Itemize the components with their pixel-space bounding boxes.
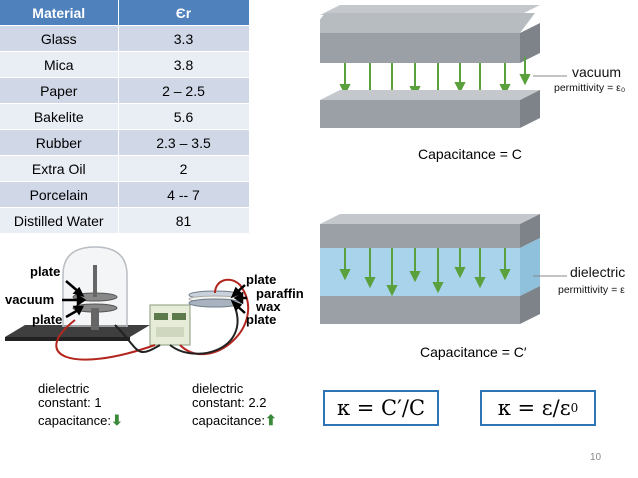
value-cell: 4 -- 7 xyxy=(118,181,250,208)
table-row: Rubber 2.3 – 3.5 xyxy=(0,129,250,156)
arrow-up-icon: ⬆ xyxy=(265,412,277,428)
value-cell: 3.3 xyxy=(118,25,250,52)
wax-label: wax xyxy=(256,299,281,314)
vacuum-capacitor-diagram xyxy=(320,5,540,128)
caption-line: constant: 1 xyxy=(38,395,102,410)
dielectric-slab-side xyxy=(520,238,540,296)
capacitance-measurement-apparatus xyxy=(5,246,250,361)
bottom-plate-side xyxy=(520,90,540,128)
top-plate-side xyxy=(520,23,540,63)
table-header-row: Material Єr xyxy=(0,0,250,26)
top-plate-top xyxy=(320,214,540,224)
formula-text: κ = C′/C xyxy=(336,396,426,420)
base-slab-edge xyxy=(5,337,130,341)
table-row: Mica 3.8 xyxy=(0,51,250,78)
electric-field-lines xyxy=(339,248,511,297)
bottom-plate-side xyxy=(520,286,540,324)
value-cell: 3.8 xyxy=(118,51,250,78)
value-cell: 2 – 2.5 xyxy=(118,77,250,104)
material-cell: Glass xyxy=(0,25,119,52)
header-material: Material xyxy=(0,0,119,26)
label-pointer-arrows xyxy=(62,280,247,319)
jar-support-rod xyxy=(91,308,99,330)
wire-black-right xyxy=(169,306,239,355)
material-permittivity-table: Material Єr Glass 3.3 Mica 3.8 Paper 2 –… xyxy=(0,0,250,233)
formula-text: κ = ε/ε xyxy=(497,396,571,420)
vacuum-dielectric-caption: dielectric constant: 1 capacitance:⬇ xyxy=(38,382,123,428)
left-plate-label-top: plate xyxy=(30,264,61,279)
bottom-plate-top xyxy=(320,90,540,100)
table-row: Porcelain 4 -- 7 xyxy=(0,181,250,208)
value-cell: 2 xyxy=(118,155,250,182)
dielectric-pointer-line xyxy=(533,275,567,277)
left-plate-label-bottom: plate xyxy=(32,312,63,327)
table-row: Distilled Water 81 xyxy=(0,207,250,233)
dielectric-capacitor-diagram xyxy=(320,214,540,324)
dielectric-label: dielectric xyxy=(570,264,626,280)
vacuum-capacitance-caption: Capacitance = C xyxy=(418,146,522,162)
arrow-down-icon: ⬇ xyxy=(111,412,123,428)
value-cell: 2.3 – 3.5 xyxy=(118,129,250,156)
bottom-plate-front xyxy=(320,296,520,324)
material-cell: Bakelite xyxy=(0,103,119,130)
table-row: Extra Oil 2 xyxy=(0,155,250,182)
vacuum-apparatus-label: vacuum xyxy=(5,292,55,307)
table-row: Bakelite 5.6 xyxy=(0,103,250,130)
paraffin-label: paraffin xyxy=(256,286,304,301)
vacuum-pointer-line xyxy=(533,75,567,77)
header-permittivity: Єr xyxy=(118,0,250,26)
jar-top-rod xyxy=(93,265,97,297)
top-plate-face xyxy=(320,5,540,15)
meter-display-left xyxy=(154,313,168,320)
value-cell: 81 xyxy=(118,207,250,233)
vacuum-label: vacuum xyxy=(572,64,622,80)
right-lower-plate xyxy=(188,298,242,308)
top-plate-side xyxy=(520,214,540,248)
dielectric-permittivity-label: permittivity = ε xyxy=(558,284,625,296)
material-cell: Distilled Water xyxy=(0,207,119,233)
right-plate-label-bottom: plate xyxy=(246,312,277,327)
caption-line-capacitance: capacitance:⬇ xyxy=(38,413,123,428)
wire-black-left xyxy=(114,324,161,354)
material-cell: Rubber xyxy=(0,129,119,156)
dielectric-capacitance-caption: Capacitance = C′ xyxy=(420,344,527,360)
meter-keypad xyxy=(156,327,184,337)
capacitance-label: capacitance: xyxy=(192,413,265,428)
table-row: Glass 3.3 xyxy=(0,25,250,52)
value-cell: 5.6 xyxy=(118,103,250,130)
capacitance-meter xyxy=(149,304,191,346)
wire-red-left xyxy=(55,319,156,361)
caption-line: dielectric xyxy=(38,381,90,396)
page-number: 10 xyxy=(590,452,602,463)
material-cell: Paper xyxy=(0,77,119,104)
material-cell: Extra Oil xyxy=(0,155,119,182)
material-cell: Mica xyxy=(0,51,119,78)
base-slab xyxy=(5,325,150,337)
caption-line: constant: 2.2 xyxy=(192,395,267,410)
caption-line: dielectric xyxy=(192,381,244,396)
paraffin-dielectric-caption: dielectric constant: 2.2 capacitance:⬆ xyxy=(192,382,277,428)
material-cell: Porcelain xyxy=(0,181,119,208)
top-plate-front xyxy=(320,33,520,63)
right-plate-label-top: plate xyxy=(246,272,277,287)
vacuum-permittivity-label: permittivity = ε₀ xyxy=(554,82,626,94)
bottom-plate-front xyxy=(320,100,520,128)
capacitance-label: capacitance: xyxy=(38,413,111,428)
kappa-capacitance-formula: κ = C′/C xyxy=(323,390,439,426)
meter-display-right xyxy=(172,313,186,320)
table-row: Paper 2 – 2.5 xyxy=(0,77,250,104)
top-plate-front xyxy=(320,224,520,248)
caption-line-capacitance: capacitance:⬆ xyxy=(192,413,277,428)
formula-subscript: 0 xyxy=(570,401,579,415)
top-plate-top xyxy=(320,13,535,33)
